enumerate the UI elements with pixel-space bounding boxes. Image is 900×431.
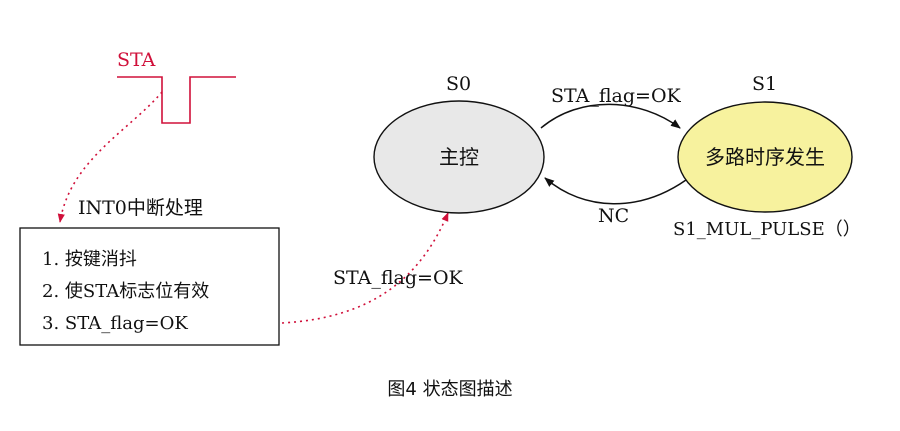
figure-caption: 图4 状态图描述 — [387, 379, 512, 400]
state-s1 — [677, 101, 853, 213]
interrupt-step-3: 3. STA_flag=OK — [42, 313, 188, 334]
transition-s0-to-s1-label: STA_flag=OK — [551, 85, 682, 107]
s0-id-label: S0 — [446, 73, 471, 95]
transition-s0-to-s1 — [540, 103, 681, 129]
s1-id-label: S1 — [752, 73, 777, 95]
s1-function-label: S1_MUL_PULSE（） — [673, 219, 861, 240]
transition-s1-to-s0 — [544, 177, 687, 205]
pulse-to-interrupt-arrow — [57, 91, 163, 223]
state-s0-label: 主控 — [439, 145, 479, 169]
interrupt-title: INT0中断处理 — [78, 197, 203, 219]
interrupt-to-s0-arrow — [281, 212, 449, 324]
interrupt-box — [19, 227, 280, 346]
set-flag-label: STA_flag=OK — [333, 267, 464, 289]
state-s0 — [373, 100, 545, 214]
sta-pulse-waveform — [117, 76, 236, 124]
state-s1-label: 多路时序发生 — [705, 145, 825, 169]
transition-s1-to-s0-label: NC — [598, 205, 629, 227]
interrupt-step-2: 2. 使STA标志位有效 — [42, 281, 209, 302]
interrupt-step-1: 1. 按键消抖 — [42, 249, 137, 270]
sta-signal-label: STA — [117, 49, 156, 71]
